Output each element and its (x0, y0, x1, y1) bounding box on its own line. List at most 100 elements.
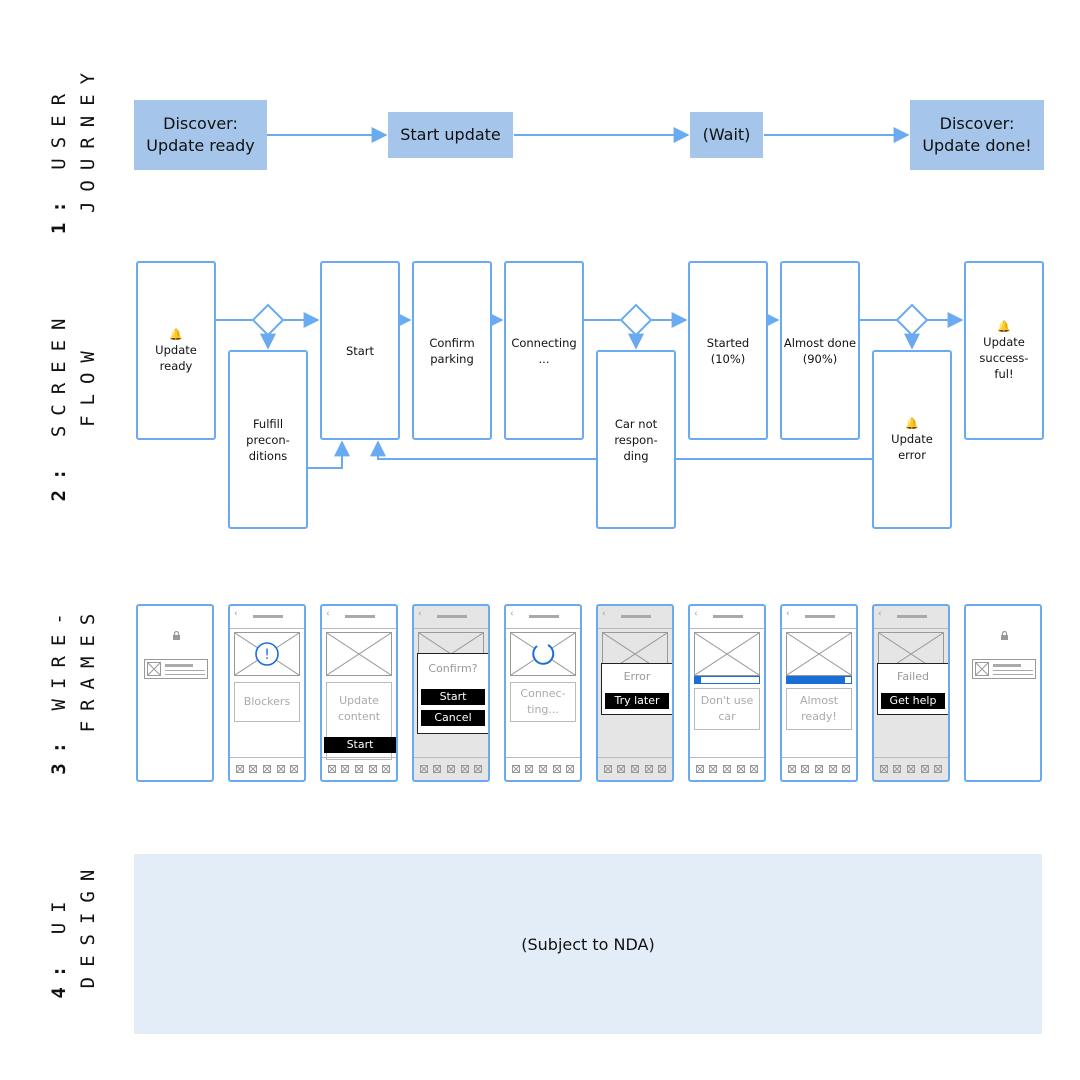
back-icon[interactable]: ‹ (878, 609, 882, 619)
nav-placeholder-icon[interactable] (695, 765, 704, 773)
wireframe-connecting: ‹ Connec-ting... (504, 604, 582, 782)
progress-bar (786, 676, 852, 684)
nav-placeholder-icon[interactable] (617, 765, 626, 773)
dialog-title: Failed (897, 670, 929, 683)
nav-placeholder-icon[interactable] (525, 765, 534, 773)
nav-placeholder-icon[interactable] (235, 765, 244, 773)
nav-placeholder-icon[interactable] (511, 765, 520, 773)
nav-placeholder-icon[interactable] (893, 765, 902, 773)
journey-discover-update-done: Discover: Update done! (910, 100, 1044, 170)
get-help-button[interactable]: Get help (881, 693, 945, 709)
confirm-dialog: Confirm? Start Cancel (417, 653, 488, 734)
bottom-nav (598, 757, 672, 780)
bottom-nav (506, 757, 580, 780)
nav-placeholder-icon[interactable] (920, 765, 929, 773)
bottom-nav (230, 757, 304, 780)
back-icon[interactable]: ‹ (510, 609, 514, 619)
bottom-nav (414, 757, 488, 780)
nav-placeholder-icon[interactable] (879, 765, 888, 773)
wireframe-error: ‹ Error Try later (596, 604, 674, 782)
back-icon[interactable]: ‹ (326, 609, 330, 619)
nav-placeholder-icon[interactable] (382, 765, 391, 773)
nav-placeholder-icon[interactable] (842, 765, 851, 773)
dialog-title: Error (623, 670, 651, 683)
nav-placeholder-icon[interactable] (566, 765, 575, 773)
dialog-title: Confirm? (428, 662, 478, 675)
nav-placeholder-icon[interactable] (341, 765, 350, 773)
try-later-button[interactable]: Try later (605, 693, 669, 709)
nav-placeholder-icon[interactable] (658, 765, 667, 773)
flow-connecting: Connecting... (504, 261, 584, 440)
flow-started: Started(10%) (688, 261, 768, 440)
bottom-nav (874, 757, 948, 780)
nav-placeholder-icon[interactable] (603, 765, 612, 773)
bottom-nav (782, 757, 856, 780)
confirm-start-button[interactable]: Start (421, 689, 485, 705)
back-icon[interactable]: ‹ (602, 609, 606, 619)
cancel-button[interactable]: Cancel (421, 710, 485, 726)
nav-placeholder-icon[interactable] (290, 765, 299, 773)
nav-placeholder-icon[interactable] (750, 765, 759, 773)
nav-placeholder-icon[interactable] (249, 765, 258, 773)
bell-icon: 🔔 (905, 416, 919, 430)
decision-diamond-1 (251, 303, 285, 337)
nav-placeholder-icon[interactable] (460, 765, 469, 773)
wireframe-lock-screen-done (964, 604, 1042, 782)
nav-placeholder-icon[interactable] (906, 765, 915, 773)
nav-placeholder-icon[interactable] (368, 765, 377, 773)
progress-fill (695, 677, 702, 683)
nav-placeholder-icon[interactable] (276, 765, 285, 773)
start-button[interactable]: Start (324, 737, 396, 753)
nav-placeholder-icon[interactable] (787, 765, 796, 773)
nav-placeholder-icon[interactable] (630, 765, 639, 773)
lock-icon (1001, 631, 1008, 640)
nav-placeholder-icon[interactable] (354, 765, 363, 773)
ui-design-placeholder: (Subject to NDA) (134, 854, 1042, 1034)
nav-placeholder-icon[interactable] (801, 765, 810, 773)
back-icon[interactable]: ‹ (786, 609, 790, 619)
wireframe-lock-screen-notification (136, 604, 214, 782)
flow-start: Start (320, 261, 400, 440)
nav-placeholder-icon[interactable] (446, 765, 455, 773)
nav-placeholder-icon[interactable] (644, 765, 653, 773)
nav-placeholder-icon[interactable] (709, 765, 718, 773)
progress-fill (787, 677, 845, 683)
nav-placeholder-icon[interactable] (722, 765, 731, 773)
back-icon[interactable]: ‹ (694, 609, 698, 619)
nav-placeholder-icon[interactable] (262, 765, 271, 773)
notification-card (144, 659, 208, 679)
progress-bar (694, 676, 760, 684)
nav-placeholder-icon[interactable] (934, 765, 943, 773)
bell-icon: 🔔 (997, 319, 1011, 333)
nav-placeholder-icon[interactable] (433, 765, 442, 773)
wireframe-failed: ‹ Failed Get help (872, 604, 950, 782)
back-icon[interactable]: ‹ (418, 609, 422, 619)
bottom-nav (690, 757, 764, 780)
failed-dialog: Failed Get help (877, 663, 948, 715)
nav-placeholder-icon[interactable] (552, 765, 561, 773)
lock-icon (173, 631, 180, 640)
nda-note: (Subject to NDA) (521, 934, 655, 954)
back-icon[interactable]: ‹ (234, 609, 238, 619)
nav-placeholder-icon[interactable] (474, 765, 483, 773)
nav-placeholder-icon[interactable] (828, 765, 837, 773)
journey-start-update: Start update (388, 112, 513, 158)
notification-card (972, 659, 1036, 679)
nav-placeholder-icon[interactable] (538, 765, 547, 773)
journey-wait: (Wait) (690, 112, 763, 158)
nav-placeholder-icon[interactable] (736, 765, 745, 773)
wireframe-confirm: ‹ Confirm? Start Cancel (412, 604, 490, 782)
nav-placeholder-icon[interactable] (419, 765, 428, 773)
nav-placeholder-icon[interactable] (814, 765, 823, 773)
nav-placeholder-icon[interactable] (327, 765, 336, 773)
